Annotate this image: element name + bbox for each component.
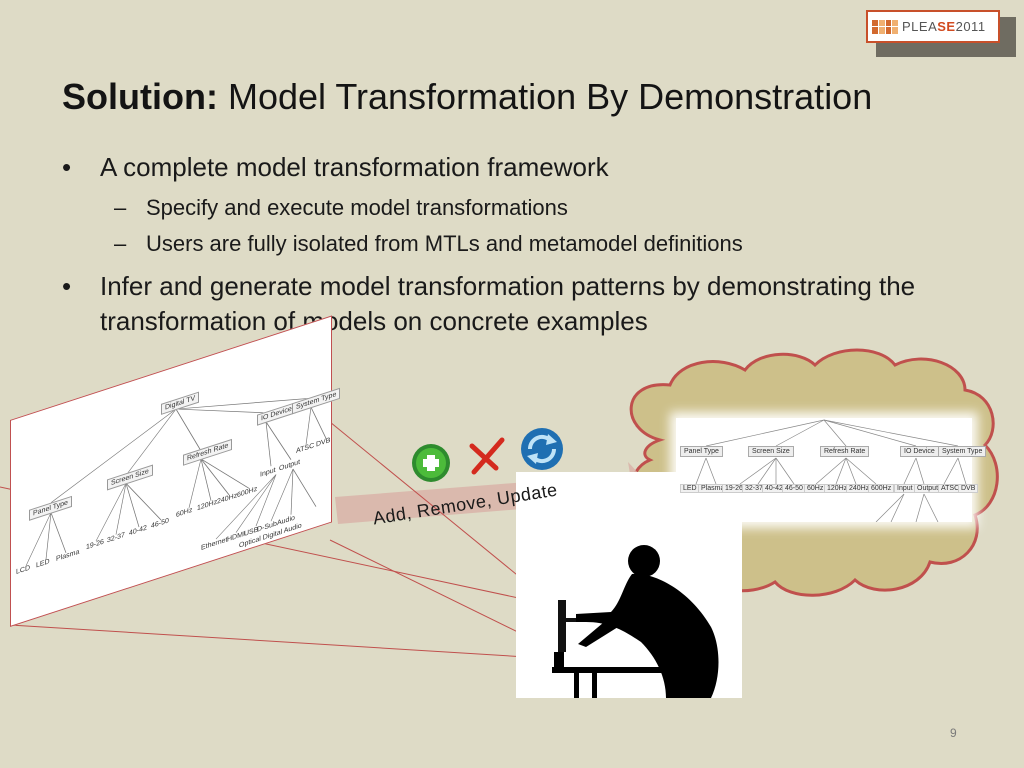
add-icon <box>412 444 450 482</box>
sub-bullet-item: – Specify and execute model transformati… <box>114 195 568 220</box>
tree-lines <box>25 397 327 566</box>
user-silhouette <box>552 545 719 698</box>
cloud-tree-leaf: Input <box>894 484 916 493</box>
bullet-item: • A complete model transformation framew… <box>62 152 609 182</box>
bullet-item: • Infer and generate model transformatio… <box>62 271 916 336</box>
cloud-tree-category: Screen Size <box>748 446 794 457</box>
bullet-list: • A complete model transformation framew… <box>62 150 942 343</box>
cloud-tree-leaf: 46-50 <box>782 484 806 493</box>
remove-icon <box>469 437 505 475</box>
user-at-computer-image <box>516 472 742 698</box>
feature-model-tree: Digital TV Panel Type Screen Size Refres… <box>10 315 341 627</box>
cloud-tree-leaf: LED <box>680 484 700 493</box>
cloud-feature-tree: Panel Type Screen Size Refresh Rate IO D… <box>676 418 987 522</box>
cloud-tree-leaf: 60Hz <box>804 484 827 493</box>
cloud-tree-lines <box>695 419 967 522</box>
update-icon <box>521 428 563 470</box>
page-number: 9 <box>950 726 957 740</box>
cloud-tree-leaf: Output <box>914 484 942 493</box>
cloud-tree-category: System Type <box>938 446 987 457</box>
cloud-tree-category: IO Device <box>900 446 939 457</box>
title-rest: Model Transformation By Demonstration <box>217 76 873 117</box>
logo-mark-icon <box>872 19 898 34</box>
title-bold: Solution: <box>62 76 218 117</box>
cloud-tree-category: Panel Type <box>680 446 723 457</box>
cloud-tree-category: Refresh Rate <box>820 446 870 457</box>
transformation-arrow <box>335 462 652 524</box>
please2011-logo: PLEASE2011 <box>866 10 1000 43</box>
slide-title: Solution: Model Transformation By Demons… <box>62 76 872 118</box>
logo-text: PLEASE2011 <box>902 19 986 34</box>
cloud-tree-leaf: DVB <box>958 484 979 493</box>
sub-bullet-item: – Users are fully isolated from MTLs and… <box>114 231 743 256</box>
cloud-tree-leaf: 600Hz <box>868 484 895 493</box>
